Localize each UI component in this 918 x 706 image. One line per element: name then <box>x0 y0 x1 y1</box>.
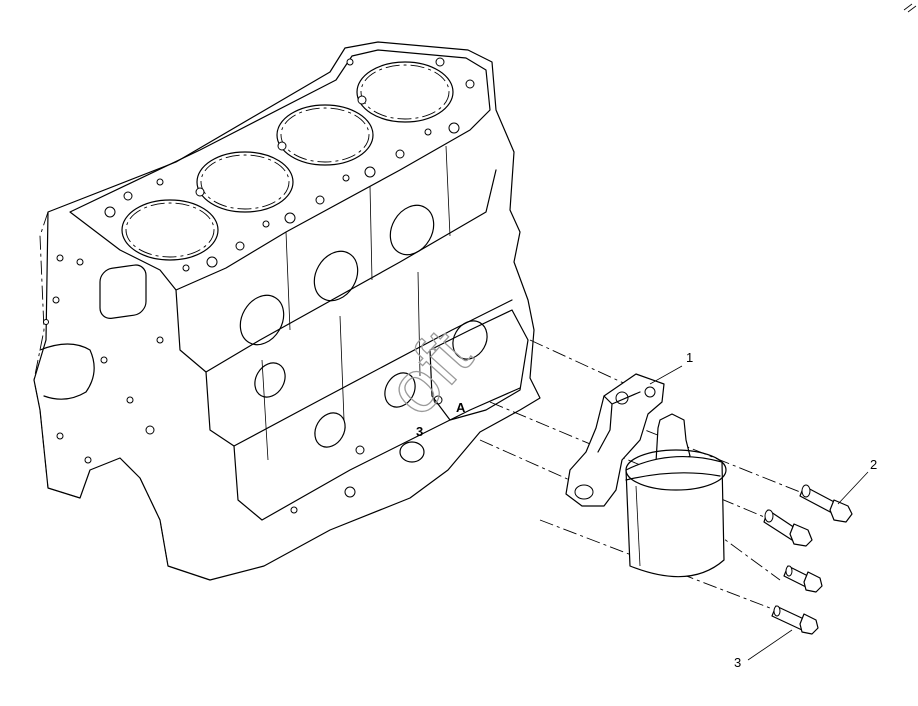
bolt-long-middle <box>763 509 813 547</box>
oil-filter-cartridge <box>625 413 727 578</box>
callout-1: 1 <box>686 350 693 365</box>
deck-holes <box>104 57 475 272</box>
callout-3: 3 <box>734 655 741 670</box>
callout-leaders <box>649 365 869 661</box>
block-marking-3: 3 <box>416 424 423 439</box>
oil-filter-head <box>565 373 665 507</box>
callout-2: 2 <box>870 457 877 472</box>
corner-mark <box>903 3 917 13</box>
block-side-openings <box>239 204 488 514</box>
block-marking-a: A <box>456 400 466 415</box>
bolt-short-lower <box>771 605 819 635</box>
rear-face-features <box>39 254 164 464</box>
engine-block: A 3 <box>33 41 541 581</box>
bolt-short-lower-upper <box>783 565 823 593</box>
cylinder-bores <box>121 61 454 261</box>
bolt-long-upper <box>799 484 853 523</box>
